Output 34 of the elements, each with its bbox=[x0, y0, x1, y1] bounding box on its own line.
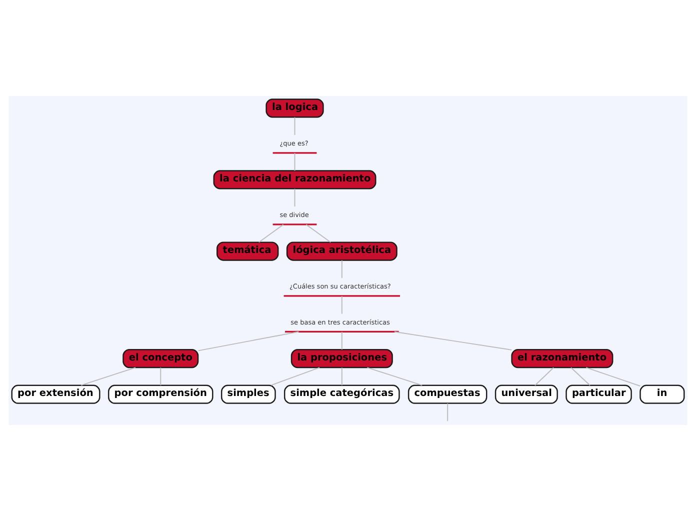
node-box: el concepto bbox=[122, 348, 199, 368]
connector bbox=[270, 366, 320, 386]
node-box: temática bbox=[216, 241, 279, 260]
node-box: por extensión bbox=[11, 384, 100, 404]
connector bbox=[447, 402, 448, 422]
connector bbox=[306, 224, 332, 242]
node-box: la ciencia del razonamiento bbox=[213, 170, 376, 189]
connector bbox=[258, 224, 284, 242]
connector bbox=[160, 366, 162, 386]
connector bbox=[341, 330, 342, 350]
connector bbox=[341, 366, 342, 386]
node-box: particular bbox=[566, 384, 632, 404]
connector bbox=[294, 188, 296, 206]
node-box: por comprensión bbox=[108, 384, 214, 404]
connector bbox=[534, 366, 554, 386]
connector bbox=[80, 366, 136, 386]
connector bbox=[586, 366, 641, 386]
connector bbox=[341, 259, 342, 278]
connector bbox=[366, 366, 423, 386]
connector bbox=[341, 295, 342, 314]
node-box: compuestas bbox=[408, 384, 488, 404]
node-box: simples bbox=[220, 384, 276, 404]
connector bbox=[198, 330, 300, 351]
node-box: la logica bbox=[266, 98, 324, 118]
node-box: el razonamiento bbox=[511, 348, 614, 368]
node-box: simple categóricas bbox=[284, 384, 400, 404]
connector bbox=[294, 116, 296, 135]
node-box: in bbox=[640, 384, 685, 404]
node-box: lógica aristotélica bbox=[286, 241, 398, 260]
connector bbox=[294, 152, 296, 171]
connector bbox=[570, 366, 590, 386]
connector bbox=[394, 330, 512, 350]
node-box: universal bbox=[494, 384, 558, 404]
node-box: la proposiciones bbox=[290, 348, 393, 368]
